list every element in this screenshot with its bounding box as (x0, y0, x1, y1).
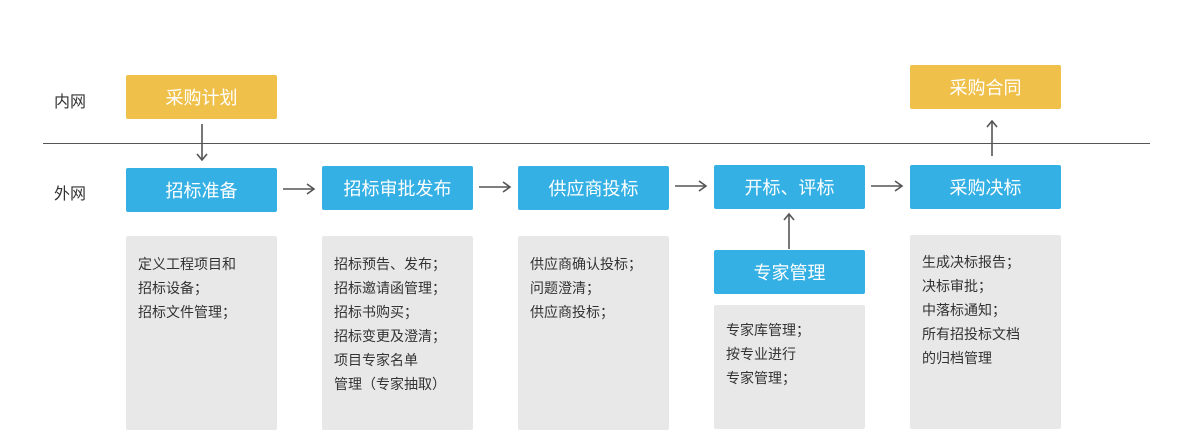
arrow-plan-to-preparation-head (196, 153, 208, 162)
arrow-step4-to-step5-head (894, 180, 904, 192)
description-line: 项目专家名单 (334, 353, 418, 369)
zone-divider (43, 143, 1150, 144)
step-box-award: 采购决标 (910, 165, 1061, 209)
description-line: 按专业进行 (726, 347, 796, 363)
description-line: 决标审批； (922, 279, 992, 295)
expert-management-box: 专家管理 (714, 250, 865, 294)
description-approval-publish: 招标预告、发布； 招标邀请函管理； 招标书购买； 招标变更及澄清； 项目专家名单… (322, 236, 473, 430)
description-line: 中落标通知； (922, 303, 1006, 319)
description-line: 招标设备； (138, 281, 208, 297)
description-line: 管理（专家抽取） (334, 377, 446, 393)
description-expert-management: 专家库管理； 按专业进行 专家管理； (714, 305, 865, 429)
arrow-step1-to-step2-head (306, 183, 316, 195)
purchase-plan-box: 采购计划 (126, 75, 277, 119)
description-line: 的归档管理 (922, 351, 992, 367)
zone-label-extranet: 外网 (54, 184, 87, 203)
description-line: 问题澄清； (530, 281, 600, 297)
description-line: 招标预告、发布； (334, 257, 446, 273)
description-supplier-bidding: 供应商确认投标； 问题澄清； 供应商投标； (518, 236, 669, 430)
description-award: 生成决标报告； 决标审批； 中落标通知； 所有招投标文档 的归档管理 (910, 235, 1061, 429)
step-box-bid-preparation: 招标准备 (126, 168, 277, 212)
purchase-contract-box: 采购合同 (910, 65, 1061, 109)
step-box-approval-publish: 招标审批发布 (322, 166, 473, 210)
arrow-award-to-contract-head (986, 119, 998, 128)
description-line: 供应商投标； (530, 305, 614, 321)
description-line: 所有招投标文档 (922, 327, 1020, 343)
description-bid-preparation: 定义工程项目和 招标设备； 招标文件管理； (126, 236, 277, 430)
description-line: 专家库管理； (726, 323, 810, 339)
arrow-expert-to-evaluation-head (783, 212, 795, 221)
description-line: 定义工程项目和 (138, 257, 236, 273)
description-line: 招标变更及澄清； (334, 329, 446, 345)
description-line: 招标邀请函管理； (334, 281, 446, 297)
description-line: 招标书购买； (334, 305, 418, 321)
arrow-step2-to-step3-head (502, 181, 512, 193)
description-line: 供应商确认投标； (530, 257, 642, 273)
description-line: 生成决标报告； (922, 255, 1020, 271)
step-box-supplier-bidding: 供应商投标 (518, 166, 669, 210)
description-line: 招标文件管理； (138, 305, 236, 321)
description-line: 专家管理； (726, 371, 796, 387)
arrow-step3-to-step4-head (698, 180, 708, 192)
step-box-bid-opening-evaluation: 开标、评标 (714, 165, 865, 209)
zone-label-intranet: 内网 (54, 92, 87, 111)
